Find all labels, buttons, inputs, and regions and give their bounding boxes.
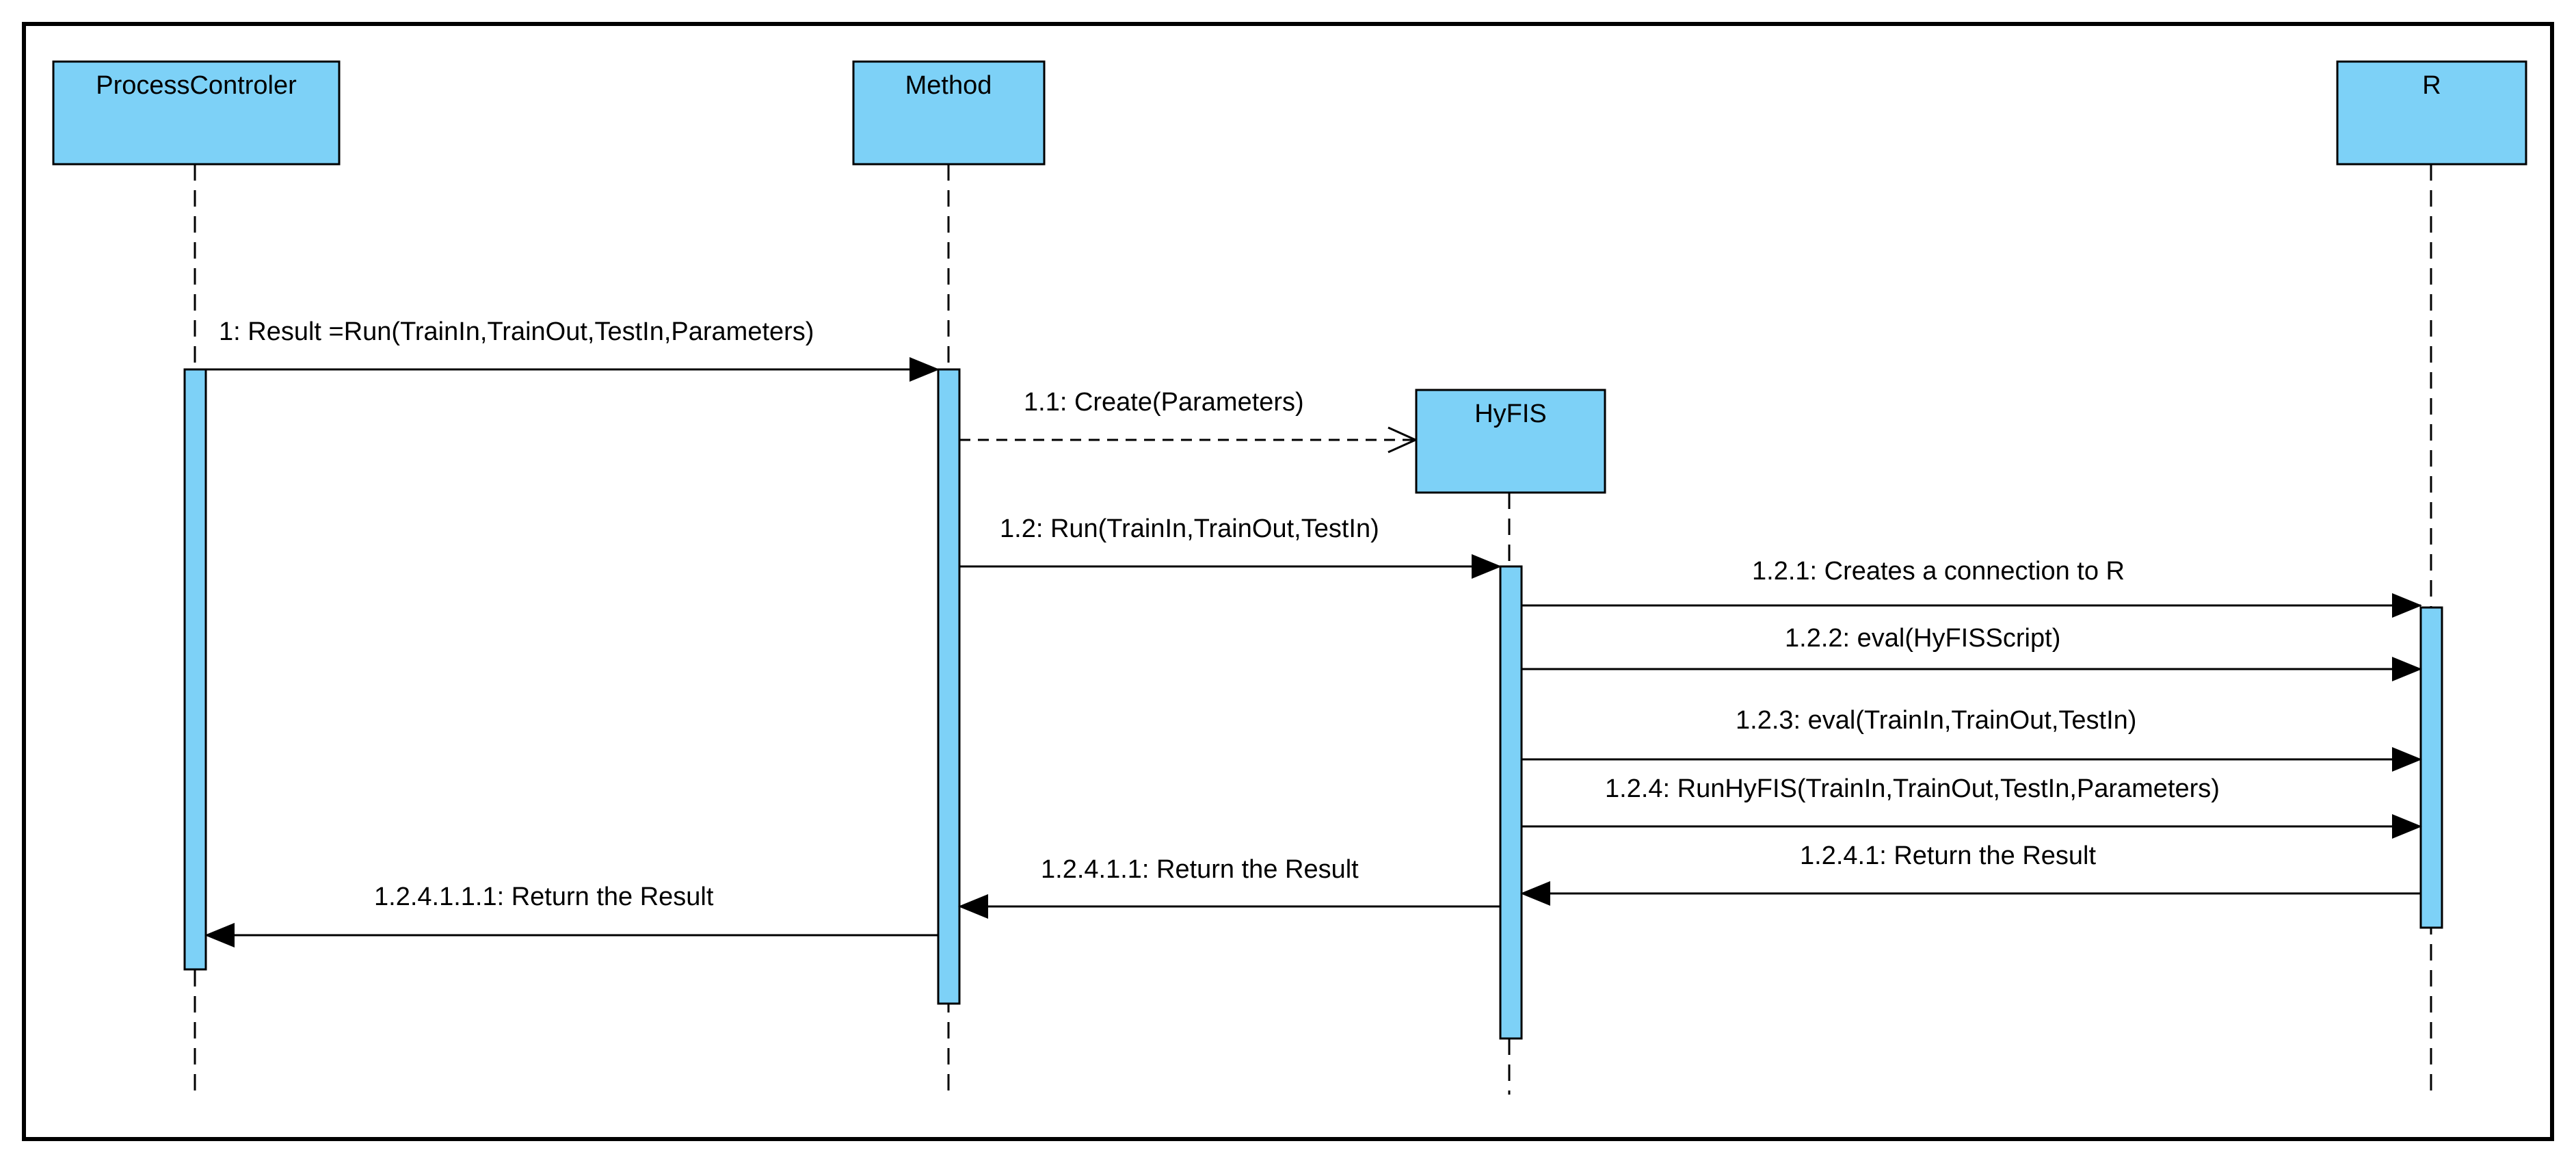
- lifeline-process-controler-box[interactable]: [52, 60, 341, 166]
- message-1-2: 1.2: Run(TrainIn,TrainOut,TestIn): [959, 514, 1502, 579]
- activation-process-controler: [183, 368, 207, 971]
- message-1-2-3: 1.2.3: eval(TrainIn,TrainOut,TestIn): [1522, 706, 2422, 772]
- message-1-1: 1.1: Create(Parameters): [959, 388, 1416, 440]
- activation-hyfis: [1499, 565, 1523, 1040]
- diagram-frame: [22, 22, 2554, 1141]
- lifeline-r: R: [2336, 60, 2527, 1095]
- lifeline-method-box[interactable]: [852, 60, 1046, 166]
- lifeline-method: Method: [852, 60, 1046, 1095]
- message-1-2-4-1-1: 1.2.4.1.1: Return the Result: [958, 855, 1500, 919]
- message-1-2-4-1-1-1-label: 1.2.4.1.1.1: Return the Result: [374, 883, 714, 911]
- lifeline-hyfis-box[interactable]: [1415, 389, 1606, 494]
- message-1-2-1: 1.2.1: Creates a connection to R: [1522, 557, 2422, 618]
- activation-method: [937, 368, 961, 1005]
- message-1-2-4-1: 1.2.4.1: Return the Result: [1520, 841, 2421, 906]
- message-1-2-2-label: 1.2.2: eval(HyFISScript): [1785, 624, 2060, 653]
- lifeline-method-label: Method: [905, 71, 992, 100]
- message-1-2-3-label: 1.2.3: eval(TrainIn,TrainOut,TestIn): [1736, 706, 2136, 735]
- message-1: 1: Result =Run(TrainIn,TrainOut,TestIn,P…: [206, 317, 940, 382]
- message-1-2-4-1-1-1: 1.2.4.1.1.1: Return the Result: [204, 883, 938, 948]
- lifeline-process-controler-label: ProcessControler: [96, 71, 297, 100]
- lifeline-hyfis: HyFIS: [1415, 389, 1606, 1095]
- message-1-2-4-1-label: 1.2.4.1: Return the Result: [1800, 841, 2096, 870]
- message-1-2-1-label: 1.2.1: Creates a connection to R: [1752, 557, 2125, 586]
- message-1-2-4: 1.2.4: RunHyFIS(TrainIn,TrainOut,TestIn,…: [1522, 774, 2422, 839]
- message-1-2-4-1-1-label: 1.2.4.1.1: Return the Result: [1041, 855, 1359, 884]
- message-1-1-label: 1.1: Create(Parameters): [1024, 388, 1304, 417]
- message-1-2-4-label: 1.2.4: RunHyFIS(TrainIn,TrainOut,TestIn,…: [1605, 774, 2220, 803]
- lifeline-process-controler: ProcessControler: [52, 60, 341, 1095]
- message-1-2-2: 1.2.2: eval(HyFISScript): [1522, 624, 2422, 681]
- message-1-2-label: 1.2: Run(TrainIn,TrainOut,TestIn): [1000, 514, 1379, 543]
- lifeline-hyfis-label: HyFIS: [1474, 400, 1547, 428]
- lifeline-r-label: R: [2422, 71, 2441, 100]
- lifeline-r-box[interactable]: [2336, 60, 2527, 166]
- message-1-label: 1: Result =Run(TrainIn,TrainOut,TestIn,P…: [219, 317, 814, 346]
- activation-r: [2419, 606, 2443, 929]
